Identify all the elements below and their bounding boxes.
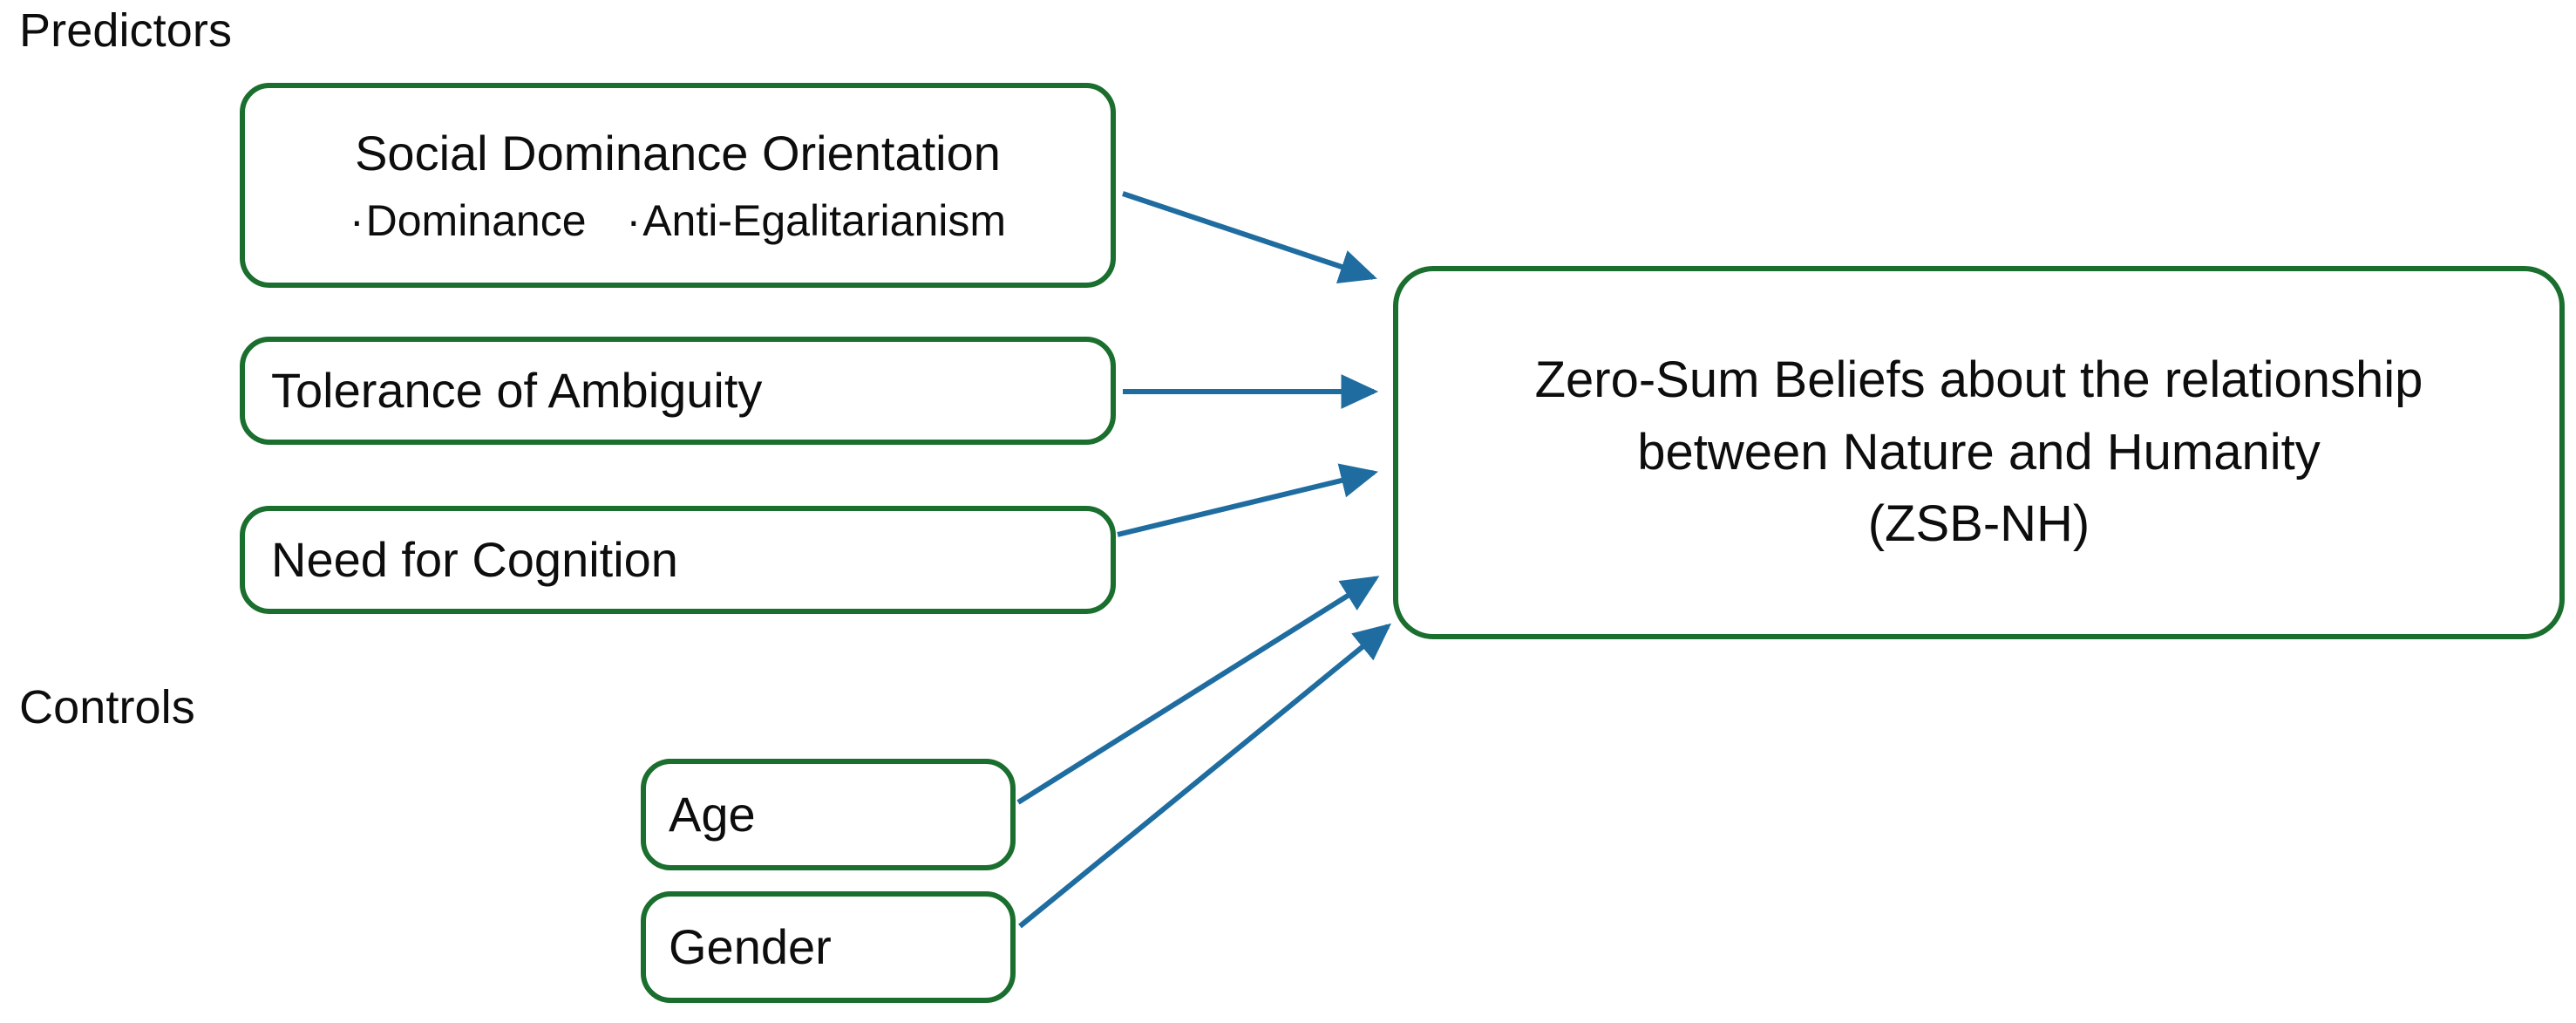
node-subitem-label: Anti-Egalitarianism [642, 196, 1007, 246]
node-subitem-list: ·Dominance ·Anti-Egalitarianism [350, 197, 1006, 245]
node-subitem-dominance: ·Dominance [350, 197, 587, 245]
arrow-sdo-to-zsb [1122, 191, 1377, 283]
node-zero-sum-beliefs-nature-humanity: Zero-Sum Beliefs about the relationship … [1393, 266, 2565, 639]
node-title-line-2: between Nature and Humanity [1637, 423, 2321, 481]
node-title: Age [669, 786, 756, 842]
section-label-predictors: Predictors [19, 4, 233, 57]
node-title: Zero-Sum Beliefs about the relationship … [1490, 344, 2469, 560]
bullet-icon: · [626, 196, 642, 246]
bullet-icon: · [349, 196, 364, 246]
node-title-line-1: Zero-Sum Beliefs about the relationship [1534, 351, 2423, 409]
node-need-for-cognition: Need for Cognition [240, 506, 1116, 614]
node-subitem-anti-egalitarianism: ·Anti-Egalitarianism [627, 197, 1006, 245]
section-label-controls: Controls [19, 681, 195, 733]
node-title: Social Dominance Orientation [355, 125, 1001, 181]
node-subitem-label: Dominance [365, 196, 587, 246]
arrow-gender-to-zsb [1018, 623, 1392, 929]
node-social-dominance-orientation: Social Dominance Orientation ·Dominance … [240, 83, 1116, 288]
node-age: Age [641, 759, 1016, 870]
node-tolerance-of-ambiguity: Tolerance of Ambiguity [240, 337, 1116, 445]
node-gender: Gender [641, 891, 1016, 1003]
node-title-line-3: (ZSB-NH) [1867, 495, 2090, 553]
node-title: Gender [669, 918, 832, 974]
arrow-need-for-cognition-to-zsb [1117, 463, 1379, 537]
node-title: Need for Cognition [271, 531, 678, 587]
node-title: Tolerance of Ambiguity [271, 362, 763, 418]
